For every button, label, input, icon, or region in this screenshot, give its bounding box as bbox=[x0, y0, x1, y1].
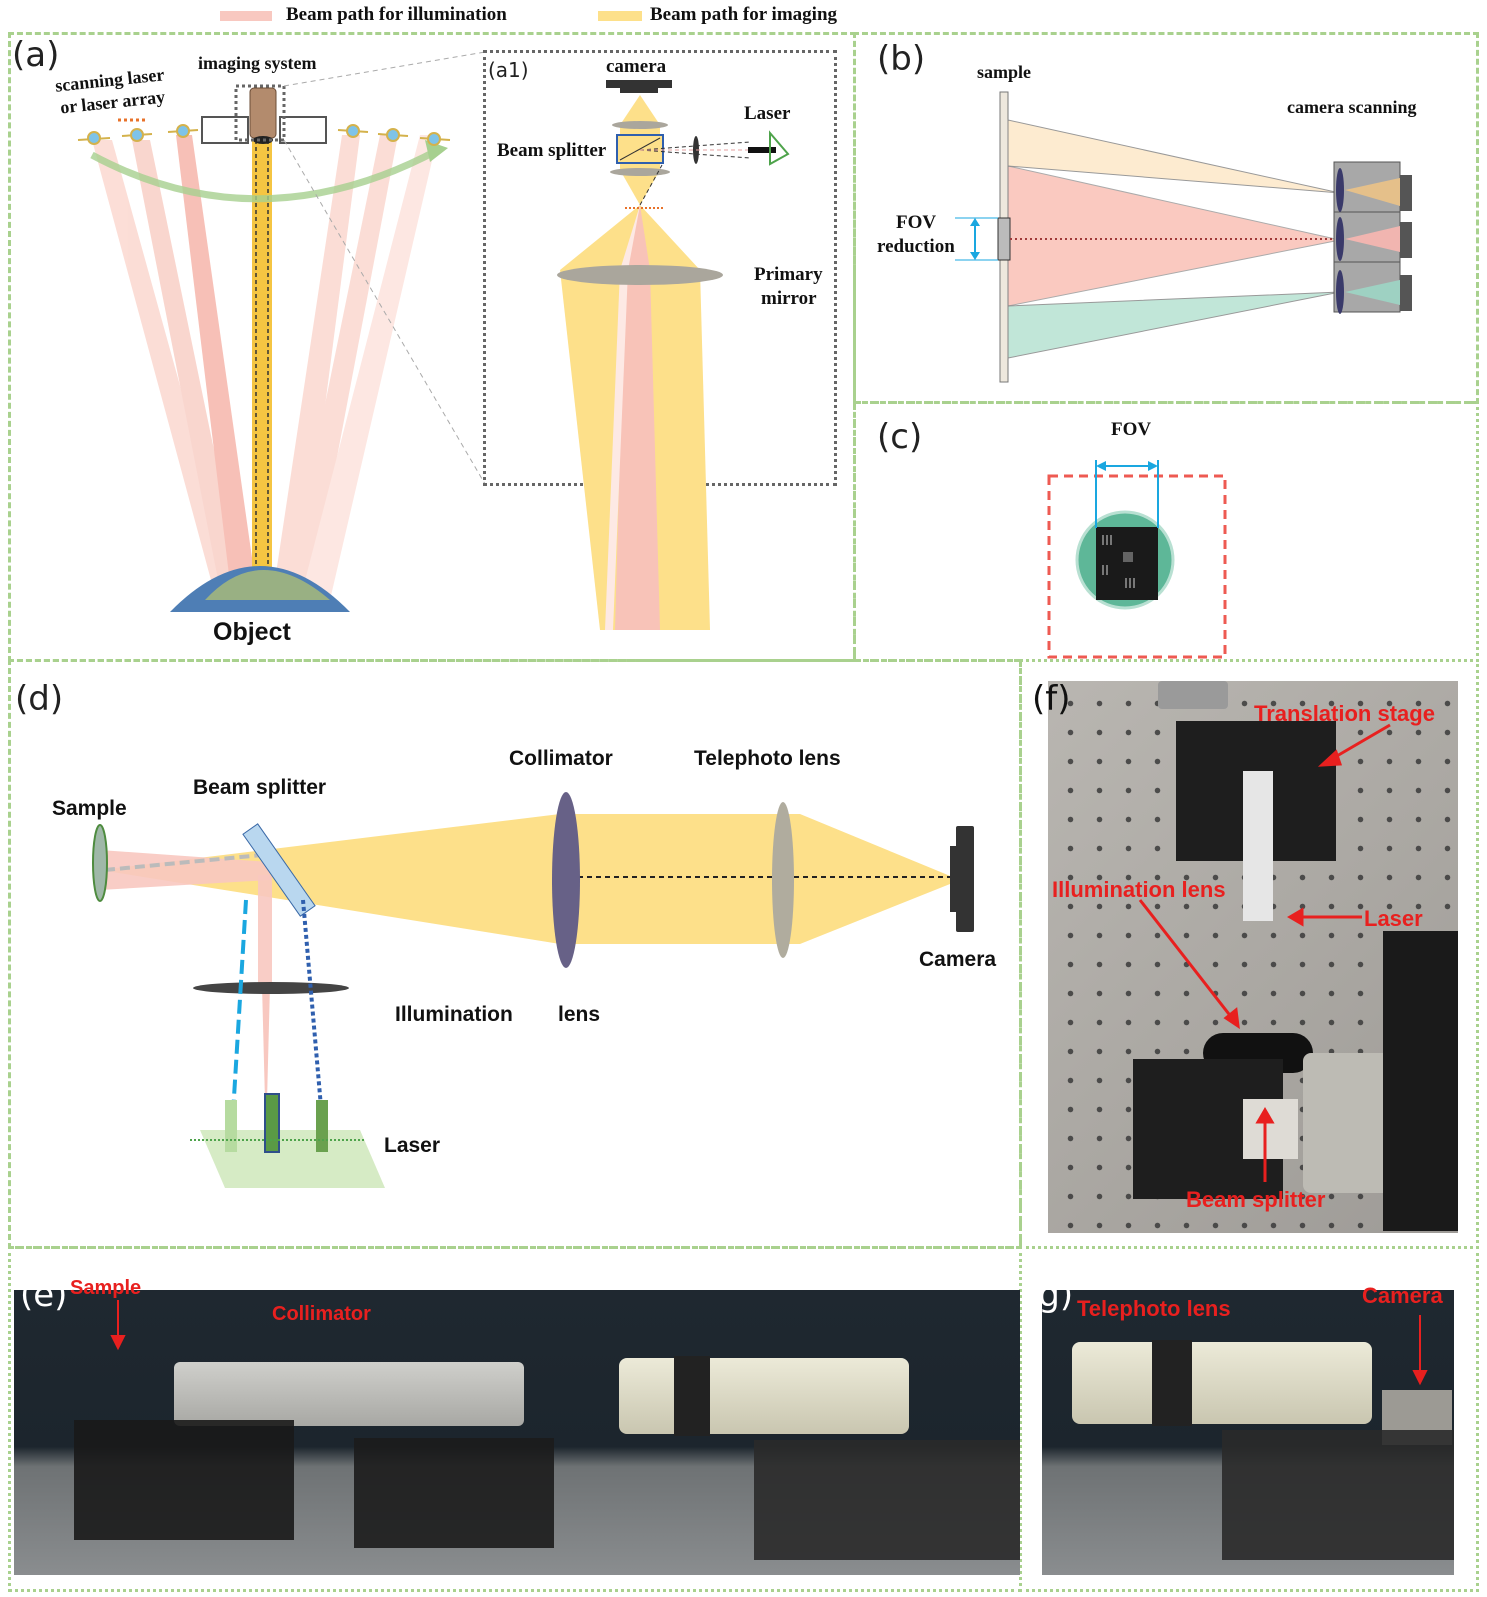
d-sample bbox=[92, 824, 108, 902]
d-sample-label: Sample bbox=[52, 797, 127, 820]
e-telephoto-ring bbox=[674, 1356, 710, 1436]
f-laser-arm bbox=[1243, 771, 1273, 921]
d-telephoto-label: Telephoto lens bbox=[694, 747, 841, 770]
panel-a-label: (a) bbox=[12, 35, 60, 75]
a1-camera-label: camera bbox=[606, 56, 667, 77]
panel-f-photo bbox=[1048, 681, 1458, 1233]
e-telephoto-lens bbox=[619, 1358, 909, 1434]
a1-primary-label-line1: Primary bbox=[754, 264, 823, 285]
f-micrometer-top bbox=[1158, 681, 1228, 709]
e-lab-jack bbox=[354, 1438, 554, 1548]
d-camera-label: Camera bbox=[919, 948, 997, 971]
d-illumination-label: Illumination bbox=[395, 1003, 513, 1026]
c-scan-region bbox=[1047, 474, 1227, 659]
b-beam-bot bbox=[1007, 291, 1341, 359]
imaging-satellite bbox=[201, 87, 327, 144]
a1-camera bbox=[606, 80, 672, 88]
f-translation-stage-label: Translation stage bbox=[1254, 701, 1435, 726]
e-collimator-label: Collimator bbox=[272, 1303, 371, 1325]
panel-b-label: (b) bbox=[877, 39, 926, 79]
panel-d-label: (d) bbox=[15, 679, 64, 719]
b-camera-scanning-label: camera scanning bbox=[1287, 97, 1417, 117]
e-sample-label: Sample bbox=[70, 1277, 142, 1299]
imaging-beam bbox=[252, 140, 272, 600]
a1-beam-splitter-label: Beam splitter bbox=[497, 140, 607, 161]
b-sample-label: sample bbox=[977, 62, 1031, 82]
f-illumination-lens-label: Illumination lens bbox=[1052, 877, 1226, 902]
f-dark-block bbox=[1383, 931, 1458, 1231]
panel-f-label: (f) bbox=[1032, 679, 1071, 719]
scan-arrow bbox=[90, 146, 440, 203]
f-beam-splitter-cube bbox=[1243, 1099, 1298, 1159]
laser-satellites bbox=[77, 124, 451, 146]
panel-e-label: (e) bbox=[20, 1275, 68, 1315]
a1-primary-mirror bbox=[557, 265, 723, 285]
panel-g-photo bbox=[1042, 1290, 1454, 1575]
panel-e-photo bbox=[14, 1290, 1020, 1575]
panel-g-frame bbox=[1019, 1246, 1479, 1592]
b-cameras bbox=[1333, 161, 1412, 314]
d-imaging-beam bbox=[100, 814, 960, 944]
e-left-stage bbox=[74, 1420, 294, 1540]
d-lens-label: lens bbox=[558, 1003, 601, 1026]
f-beam-splitter-label: Beam splitter bbox=[1186, 1187, 1326, 1212]
g-telephoto-ring bbox=[1152, 1340, 1192, 1426]
a1-laser bbox=[748, 147, 776, 153]
e-collimator-tube bbox=[174, 1362, 524, 1426]
a1-laser-label: Laser bbox=[744, 103, 791, 124]
legend: Beam path for illumination Beam path for… bbox=[220, 3, 860, 29]
d-beam-splitter-label: Beam splitter bbox=[193, 776, 327, 799]
a1-primary-label-line2: mirror bbox=[761, 288, 817, 309]
g-stage bbox=[1222, 1430, 1454, 1560]
d-beam-splitter bbox=[242, 823, 316, 917]
imaging-system-label: imaging system bbox=[198, 53, 317, 73]
d-laser-label: Laser bbox=[384, 1134, 441, 1157]
e-right-stage bbox=[754, 1440, 1020, 1560]
panel-g-label: (g) bbox=[1025, 1275, 1074, 1315]
object-label: Object bbox=[213, 618, 291, 646]
b-fov-label-line1: FOV bbox=[896, 212, 937, 233]
legend-swatch-imaging bbox=[598, 11, 642, 21]
d-collimator-label: Collimator bbox=[509, 747, 613, 770]
b-fov-label-line2: reduction bbox=[877, 236, 955, 257]
panel-c-label: (c) bbox=[877, 417, 923, 457]
legend-swatch-illumination bbox=[220, 11, 272, 21]
g-camera-label: Camera bbox=[1362, 1283, 1443, 1308]
d-camera bbox=[956, 826, 974, 932]
d-telephoto bbox=[772, 802, 794, 958]
illumination-beams bbox=[92, 135, 438, 600]
c-fov-label: FOV bbox=[1111, 419, 1152, 440]
f-laser-label: Laser bbox=[1364, 906, 1423, 931]
d-collimator bbox=[552, 792, 580, 968]
d-laser-array bbox=[190, 1093, 385, 1188]
legend-label-imaging: Beam path for imaging bbox=[650, 4, 838, 25]
g-telephoto-lens bbox=[1072, 1342, 1372, 1424]
b-beam-top bbox=[1007, 119, 1341, 194]
panel-a1-label: (a1) bbox=[488, 58, 529, 82]
g-telephoto-label: Telephoto lens bbox=[1077, 1296, 1231, 1321]
legend-label-illumination: Beam path for illumination bbox=[286, 4, 507, 25]
